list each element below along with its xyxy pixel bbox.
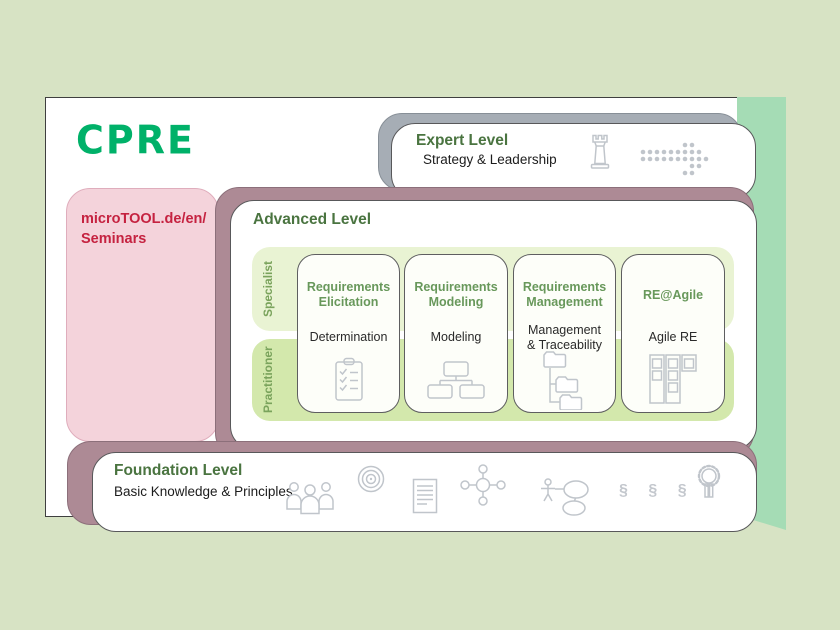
clipboard-checklist-icon: [298, 355, 399, 404]
seminar-panel: microTOOL.de/en/ Seminars: [66, 188, 219, 442]
target-icon: [356, 464, 386, 494]
specialist-label: Specialist: [261, 260, 275, 318]
expert-level-title: Expert Level: [416, 132, 509, 149]
link-line-1: microTOOL.de/en/: [81, 211, 207, 227]
foundation-level-subtitle: Basic Knowledge & Principles: [114, 484, 293, 499]
module-title: RE@Agile: [642, 287, 704, 302]
hierarchy-icon: [405, 355, 507, 404]
expert-level-subtitle: Strategy & Leadership: [423, 152, 557, 167]
expert-level-card: Expert Level Strategy & Leadership: [391, 123, 756, 199]
module-subtitle: Determination: [309, 330, 388, 345]
document-icon: [412, 478, 438, 514]
practitioner-label: Practitioner: [261, 346, 275, 414]
module-subtitle: Agile RE: [648, 330, 698, 345]
people-group-icon: [284, 479, 336, 515]
advanced-level-title: Advanced Level: [253, 211, 372, 228]
foundation-level-card: Foundation Level Basic Knowledge & Princ…: [92, 452, 757, 532]
dotted-arrow-icon: [639, 141, 713, 177]
rook-icon: [587, 133, 613, 173]
module-subtitle: Modeling: [430, 330, 482, 345]
cpre-logo: CPRE: [76, 117, 195, 163]
network-icon: [459, 463, 507, 509]
folder-tree-icon: [514, 350, 615, 410]
advanced-level-card: Advanced Level Specialist Practitioner R…: [230, 200, 757, 450]
rosette-icon: [695, 463, 723, 501]
section-signs: § § §: [619, 482, 695, 499]
use-case-icon: [540, 477, 598, 517]
module-card-re-agile: RE@Agile Agile RE: [621, 254, 725, 413]
microtool-seminars-link[interactable]: microTOOL.de/en/ Seminars: [81, 209, 206, 249]
module-subtitle: Management& Traceability: [526, 322, 603, 353]
link-line-2: Seminars: [81, 231, 147, 247]
kanban-icon: [622, 353, 724, 404]
foundation-level-title: Foundation Level: [114, 462, 243, 479]
